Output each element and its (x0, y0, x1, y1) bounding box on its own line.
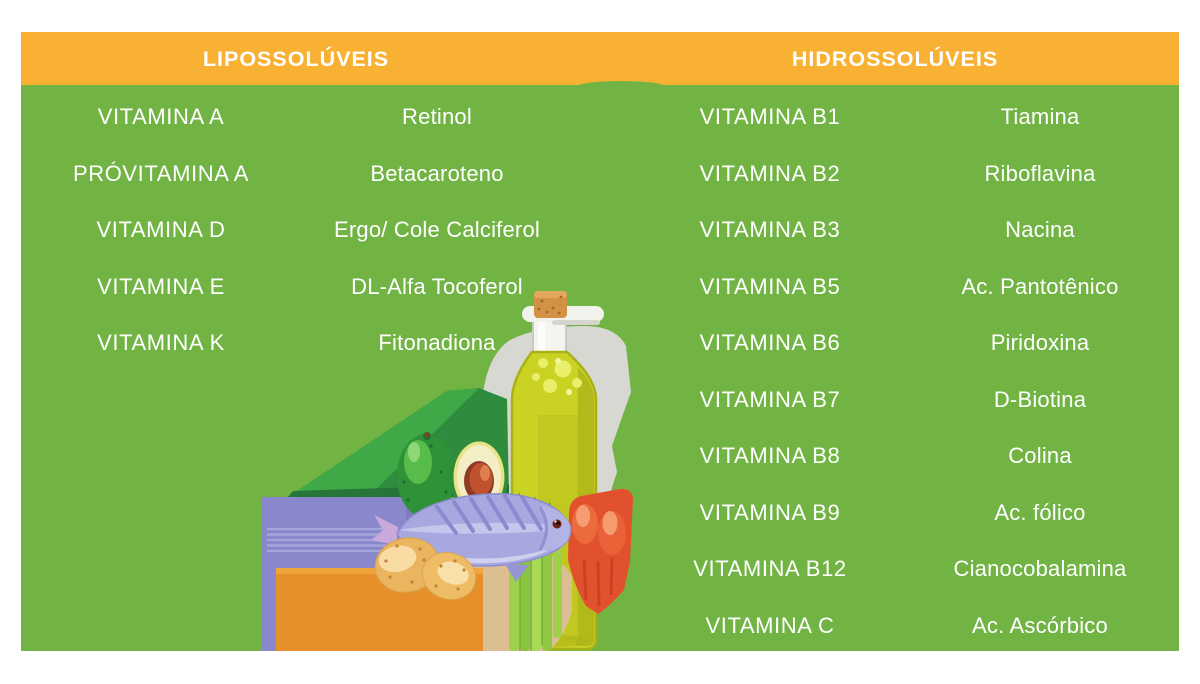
vitamin-name: VITAMINA B1 (699, 104, 841, 130)
header-bar (21, 32, 1179, 85)
vitamin-name: VITAMINA B2 (699, 160, 841, 186)
vitamin-row: PRÓVITAMINA A Betacaroteno (21, 146, 600, 203)
vitamin-name: VITAMINA A (97, 104, 225, 130)
vitamin-compound: DL-Alfa Tocoferol (351, 273, 523, 299)
vitamin-row: VITAMINA B9 Ac. fólico (600, 485, 1179, 542)
vitamin-row: VITAMINA A Retinol (21, 89, 600, 146)
vitamin-compound: D-Biotina (993, 386, 1087, 412)
vitamin-name: PRÓVITAMINA A (72, 160, 250, 186)
vitamin-compound: Fitonadiona (378, 330, 496, 356)
hidrossoluveis-table: VITAMINA B1 Tiamina VITAMINA B2 Riboflavin… (600, 89, 1179, 654)
vitamin-row: VITAMINA K Fitonadiona (21, 315, 600, 372)
vitamin-compound: Ac. Pantotênico (961, 273, 1119, 299)
header-wave (578, 81, 664, 86)
vitamin-name: VITAMINA E (97, 273, 225, 299)
vitamin-compound: Betacaroteno (370, 160, 504, 186)
vitamin-compound: Colina (1008, 443, 1072, 469)
vitamin-name: VITAMINA B3 (699, 217, 841, 243)
vitamin-compound: Retinol (402, 104, 472, 130)
vitamin-row: VITAMINA B8 Colina (600, 428, 1179, 485)
vitamin-row: VITAMINA D Ergo/ Cole Calciferol (21, 202, 600, 259)
vitamin-name: VITAMINA B5 (699, 273, 841, 299)
vitamin-name: VITAMINA B8 (699, 443, 841, 469)
vitamin-compound: Ac. Ascórbico (972, 612, 1108, 638)
vitamin-row: VITAMINA B5 Ac. Pantotênico (600, 259, 1179, 316)
vitamin-name: VITAMINA B12 (693, 556, 847, 582)
lipossoluveis-table: VITAMINA A Retinol PRÓVITAMINA A Betacarot… (21, 89, 600, 372)
vitamin-compound: Tiamina (1000, 104, 1080, 130)
vitamin-name: VITAMINA K (97, 330, 225, 356)
vitamin-compound: Riboflavina (984, 160, 1096, 186)
vitamin-row: VITAMINA B3 Nacina (600, 202, 1179, 259)
vitamin-name: VITAMINA B6 (699, 330, 841, 356)
vitamin-compound: Ergo/ Cole Calciferol (334, 217, 540, 243)
vitamin-compound: Cianocobalamina (953, 556, 1127, 582)
vitamin-row: VITAMINA E DL-Alfa Tocoferol (21, 259, 600, 316)
section-title-lipossoluveis: LIPOSSOLÚVEIS (202, 47, 390, 71)
vitamin-row: VITAMINA B1 Tiamina (600, 89, 1179, 146)
vitamin-row: VITAMINA B7 D-Biotina (600, 372, 1179, 429)
vitamin-name: VITAMINA D (96, 217, 226, 243)
vitamin-row: VITAMINA B12 Cianocobalamina (600, 541, 1179, 598)
vitamin-compound: Piridoxina (990, 330, 1090, 356)
vitamin-compound: Nacina (1005, 217, 1075, 243)
vitamin-row: VITAMINA B2 Riboflavina (600, 146, 1179, 203)
vitamin-row: VITAMINA C Ac. Ascórbico (600, 598, 1179, 655)
vitamin-name: VITAMINA B7 (699, 386, 841, 412)
vitamin-name: VITAMINA B9 (699, 499, 841, 525)
vitamin-row: VITAMINA B6 Piridoxina (600, 315, 1179, 372)
vitamin-name: VITAMINA C (705, 612, 835, 638)
vitamin-compound: Ac. fólico (994, 499, 1086, 525)
section-title-hidrossoluveis: HIDROSSOLÚVEIS (791, 47, 999, 71)
